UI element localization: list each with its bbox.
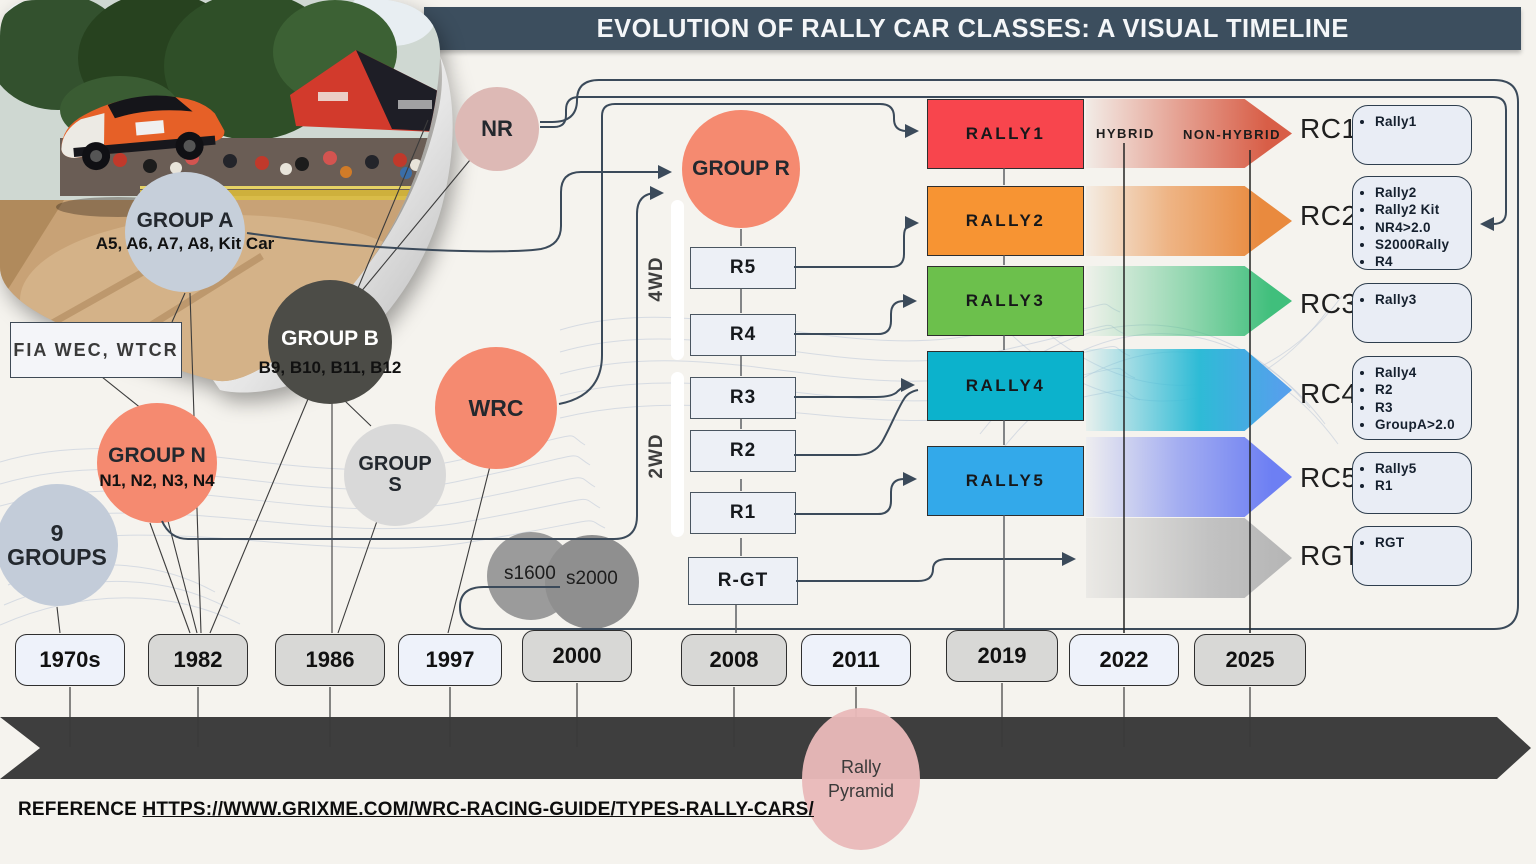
rally5-box: RALLY5 [927, 446, 1084, 516]
rgt-items-box: RGT [1352, 526, 1472, 586]
nine-groups-circle: 9 GROUPS [0, 484, 118, 606]
rally3-box: RALLY3 [927, 266, 1084, 336]
rc1-label: RC1 [1300, 113, 1358, 144]
year-pill-1986: 1986 [275, 634, 385, 686]
group-s-title: GROUP S [358, 453, 432, 496]
class-item: Rally5 [1375, 460, 1465, 477]
class-item: Rally2 [1375, 184, 1465, 201]
rc3-label: RC3 [1300, 288, 1358, 319]
year-pill-1970s: 1970s [15, 634, 125, 686]
rc4-label: RC4 [1300, 378, 1358, 409]
rally4-box: RALLY4 [927, 351, 1084, 421]
r2-box: R2 [690, 430, 796, 472]
class-arrow-rc4 [1086, 349, 1292, 431]
class-arrow-rc2 [1086, 186, 1292, 256]
class-item: S2000Rally [1375, 236, 1465, 253]
r4-box: R4 [690, 314, 796, 356]
class-item: R1 [1375, 477, 1465, 494]
reference-prefix: REFERENCE [18, 799, 137, 820]
nr-circle: NR [455, 87, 539, 171]
group-n-subtitle: N1, N2, N3, N4 [99, 471, 215, 490]
nine-groups-label: 9 GROUPS [7, 519, 107, 570]
class-item: Rally4 [1375, 364, 1465, 381]
page-title: EVOLUTION OF RALLY CAR CLASSES: A VISUAL… [596, 13, 1349, 43]
year-pill-2000: 2000 [522, 630, 632, 682]
group-n-title: GROUP N [108, 444, 206, 467]
group-n-circle: GROUP N N1, N2, N3, N4 [97, 403, 217, 523]
group-a-circle: GROUP A A5, A6, A7, A8, Kit Car [96, 172, 274, 292]
nr-label: NR [481, 116, 513, 142]
class-item: Rally1 [1375, 113, 1465, 130]
year-pill-1982: 1982 [148, 634, 248, 686]
class-item: RGT [1375, 534, 1465, 551]
rc1-items-box: Rally1 [1352, 105, 1472, 165]
rc4-items-box: Rally4 R2 R3 GroupA>2.0 [1352, 356, 1472, 440]
rally-car [61, 95, 225, 171]
year-pill-1997: 1997 [398, 634, 502, 686]
fia-label: FIA WEC, WTCR [13, 339, 179, 360]
fia-box: FIA WEC, WTCR [10, 322, 182, 378]
s2000-label: s2000 [566, 568, 618, 589]
rc2-label: RC2 [1300, 200, 1358, 231]
year-pill-2022: 2022 [1069, 634, 1179, 686]
group-r-label: GROUP R [692, 156, 790, 180]
class-arrow-rc3 [1086, 266, 1292, 336]
group-r-circle: GROUP R [682, 110, 800, 228]
wrc-label: WRC [468, 394, 524, 421]
rally2-box: RALLY2 [927, 186, 1084, 256]
reference-link[interactable]: HTTPS://WWW.GRIXME.COM/WRC-RACING-GUIDE/… [142, 799, 814, 820]
twowd-stripe [671, 372, 684, 537]
class-item: R4 [1375, 253, 1465, 270]
class-item: R3 [1375, 399, 1465, 416]
rally-pyramid-badge: Rally Pyramid [802, 708, 920, 850]
class-item: R2 [1375, 381, 1465, 398]
non-hybrid-label: NON-HYBRID [1183, 127, 1282, 142]
r1-box: R1 [690, 492, 796, 534]
fourwd-stripe [671, 200, 684, 360]
year-pill-2011: 2011 [801, 634, 911, 686]
hybrid-label: HYBRID [1096, 126, 1155, 141]
reference-line: REFERENCE HTTPS://WWW.GRIXME.COM/WRC-RAC… [18, 799, 814, 821]
rgt-box: R-GT [688, 557, 798, 605]
timeline-arrow-band [0, 717, 1531, 779]
fourwd-label: 4WD [646, 256, 667, 302]
rc2-items-box: Rally2 Rally2 Kit NR4>2.0 S2000Rally R4 [1352, 176, 1472, 270]
class-item: Rally3 [1375, 291, 1465, 308]
group-b-subtitle: B9, B10, B11, B12 [258, 358, 402, 377]
rc5-items-box: Rally5 R1 [1352, 452, 1472, 514]
class-arrow-rc5 [1086, 437, 1292, 517]
rc5-label: RC5 [1300, 462, 1358, 493]
rally1-box: RALLY1 [927, 99, 1084, 169]
group-b-title: GROUP B [281, 327, 379, 350]
year-pill-2025: 2025 [1194, 634, 1306, 686]
class-item: GroupA>2.0 [1375, 416, 1465, 433]
group-a-subtitle: A5, A6, A7, A8, Kit Car [95, 234, 275, 253]
wrc-circle: WRC [435, 347, 557, 469]
group-a-title: GROUP A [136, 209, 234, 232]
class-item: NR4>2.0 [1375, 219, 1465, 236]
class-arrow-rgt [1086, 518, 1292, 598]
r3-box: R3 [690, 377, 796, 419]
twowd-label: 2WD [646, 433, 667, 479]
group-b-circle: GROUP B B9, B10, B11, B12 [259, 280, 401, 404]
s1600-label: s1600 [504, 563, 556, 584]
title-bar: EVOLUTION OF RALLY CAR CLASSES: A VISUAL… [424, 7, 1521, 50]
group-s-circle: GROUP S [344, 424, 446, 526]
r5-box: R5 [690, 247, 796, 289]
class-item: Rally2 Kit [1375, 201, 1465, 218]
rally-pyramid-label: Rally Pyramid [827, 756, 894, 801]
year-pill-2008: 2008 [681, 634, 787, 686]
year-pill-2019: 2019 [946, 630, 1058, 682]
rc3-items-box: Rally3 [1352, 283, 1472, 343]
